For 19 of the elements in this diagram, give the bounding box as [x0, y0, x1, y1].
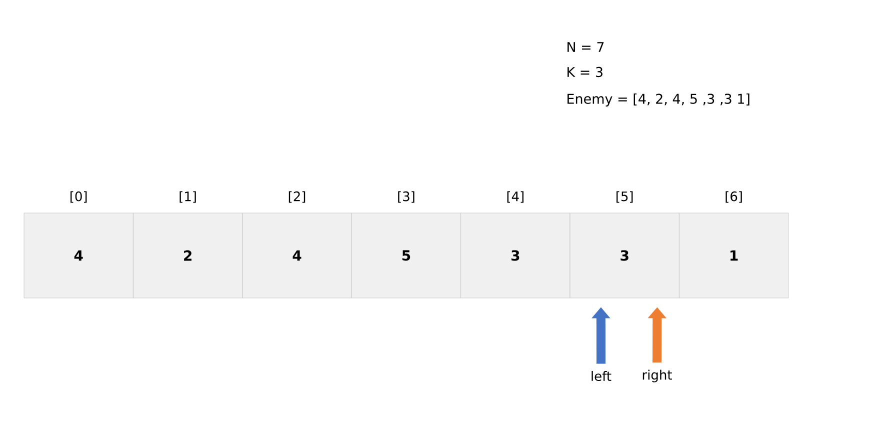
index-label: [2] [288, 191, 306, 203]
array-cell: 3 [460, 212, 570, 298]
array-cell: 3 [570, 212, 680, 298]
array-cell: 4 [242, 212, 352, 298]
array-cell: 1 [679, 212, 789, 298]
pointer-label: left [592, 370, 612, 382]
index-label: [3] [398, 191, 414, 203]
index-label: [5] [616, 191, 633, 203]
index-label: [1] [180, 191, 196, 203]
parameter-text: N = 7 [568, 42, 604, 52]
index-label: [6] [726, 191, 742, 203]
array-cell: 4 [24, 212, 134, 298]
index-label: [0] [70, 191, 87, 203]
parameter-text: Enemy = [4, 2, 4, 5 ,3 ,3 1] [568, 93, 750, 107]
array-cell: 2 [133, 212, 243, 298]
array-cell: 5 [351, 212, 461, 298]
parameter-text: K = 3 [568, 66, 602, 78]
index-label: [4] [507, 191, 524, 203]
pointer-label: right [642, 370, 672, 382]
